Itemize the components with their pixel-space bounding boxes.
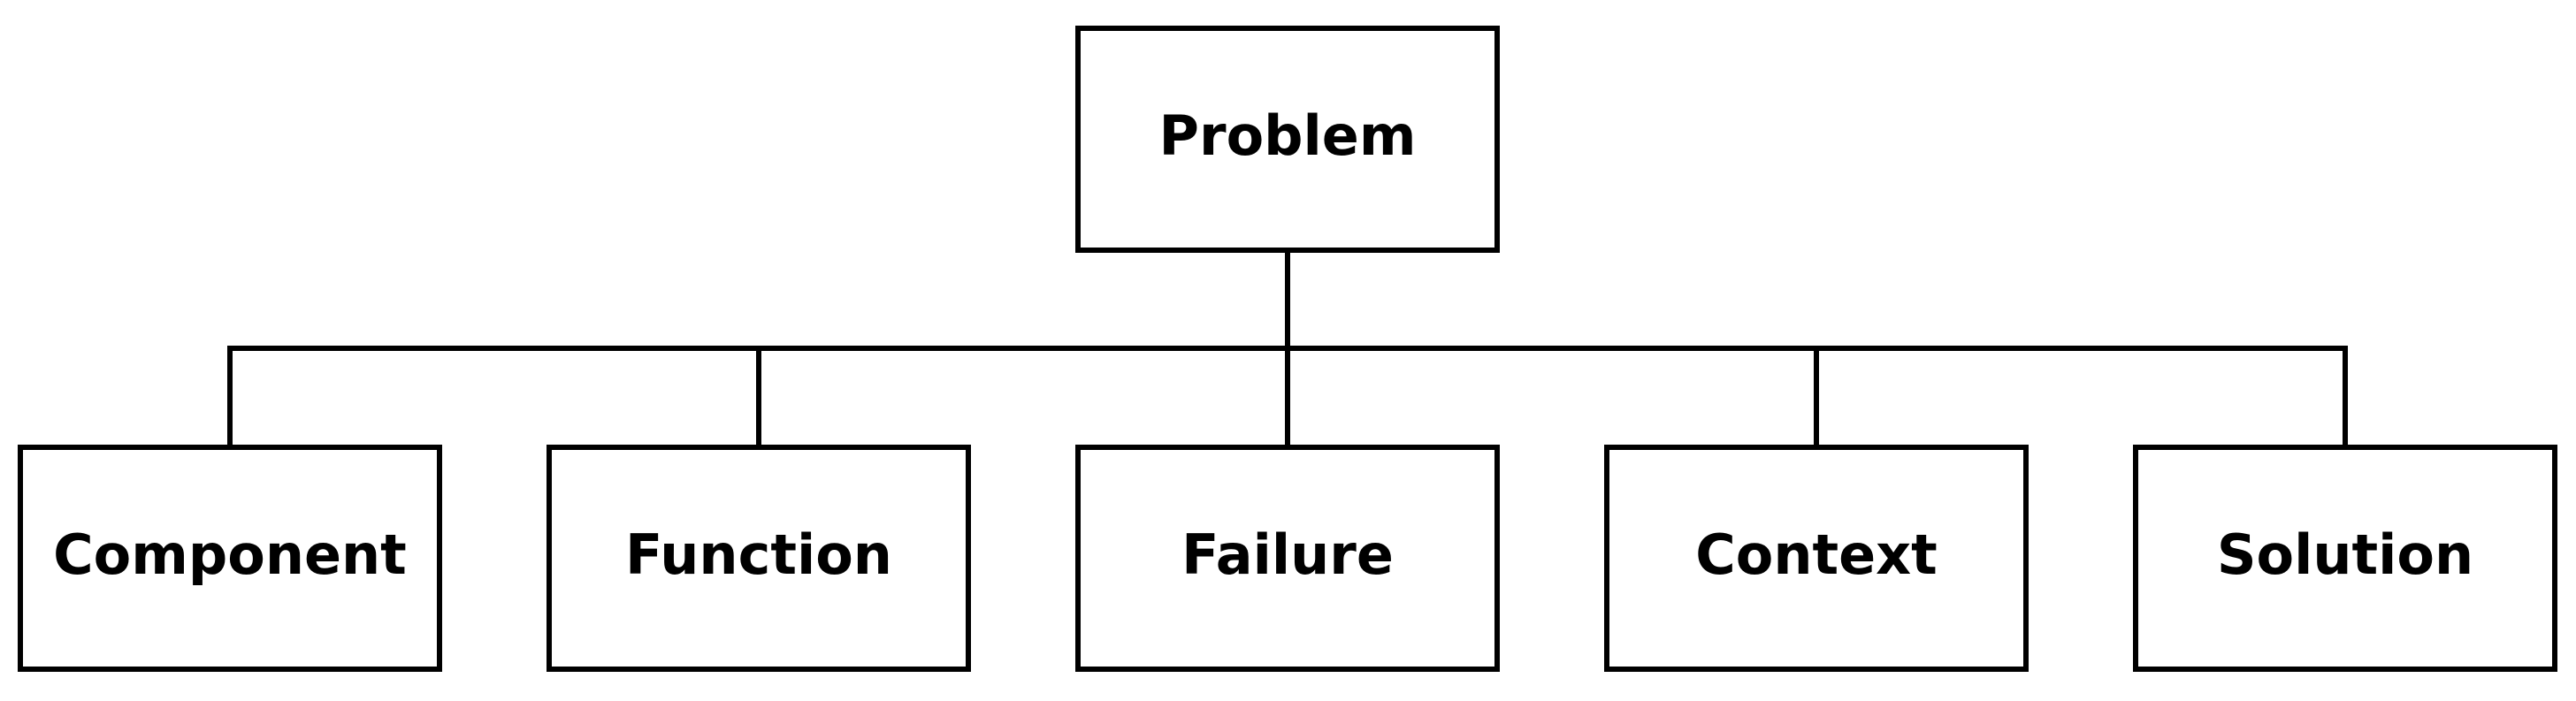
solution-box: [2133, 445, 2557, 672]
root-node: Problem: [1075, 26, 1500, 253]
context-box: [1604, 445, 2029, 672]
context-label: Context: [1695, 522, 1938, 587]
child-node-component: Component: [18, 445, 442, 672]
connectors: [227, 248, 2348, 450]
failure-label: Failure: [1181, 522, 1394, 587]
child-node-function: Function: [547, 445, 971, 672]
root-box: [1075, 26, 1500, 253]
failure-box: [1075, 445, 1500, 672]
component-label: Component: [53, 522, 407, 587]
child-node-context: Context: [1604, 445, 2029, 672]
function-label: Function: [625, 522, 892, 587]
solution-label: Solution: [2217, 522, 2473, 587]
function-box: [547, 445, 971, 672]
child-node-solution: Solution: [2133, 445, 2557, 672]
root-label: Problem: [1159, 103, 1417, 168]
component-box: [18, 445, 442, 672]
child-node-failure: Failure: [1075, 445, 1500, 672]
